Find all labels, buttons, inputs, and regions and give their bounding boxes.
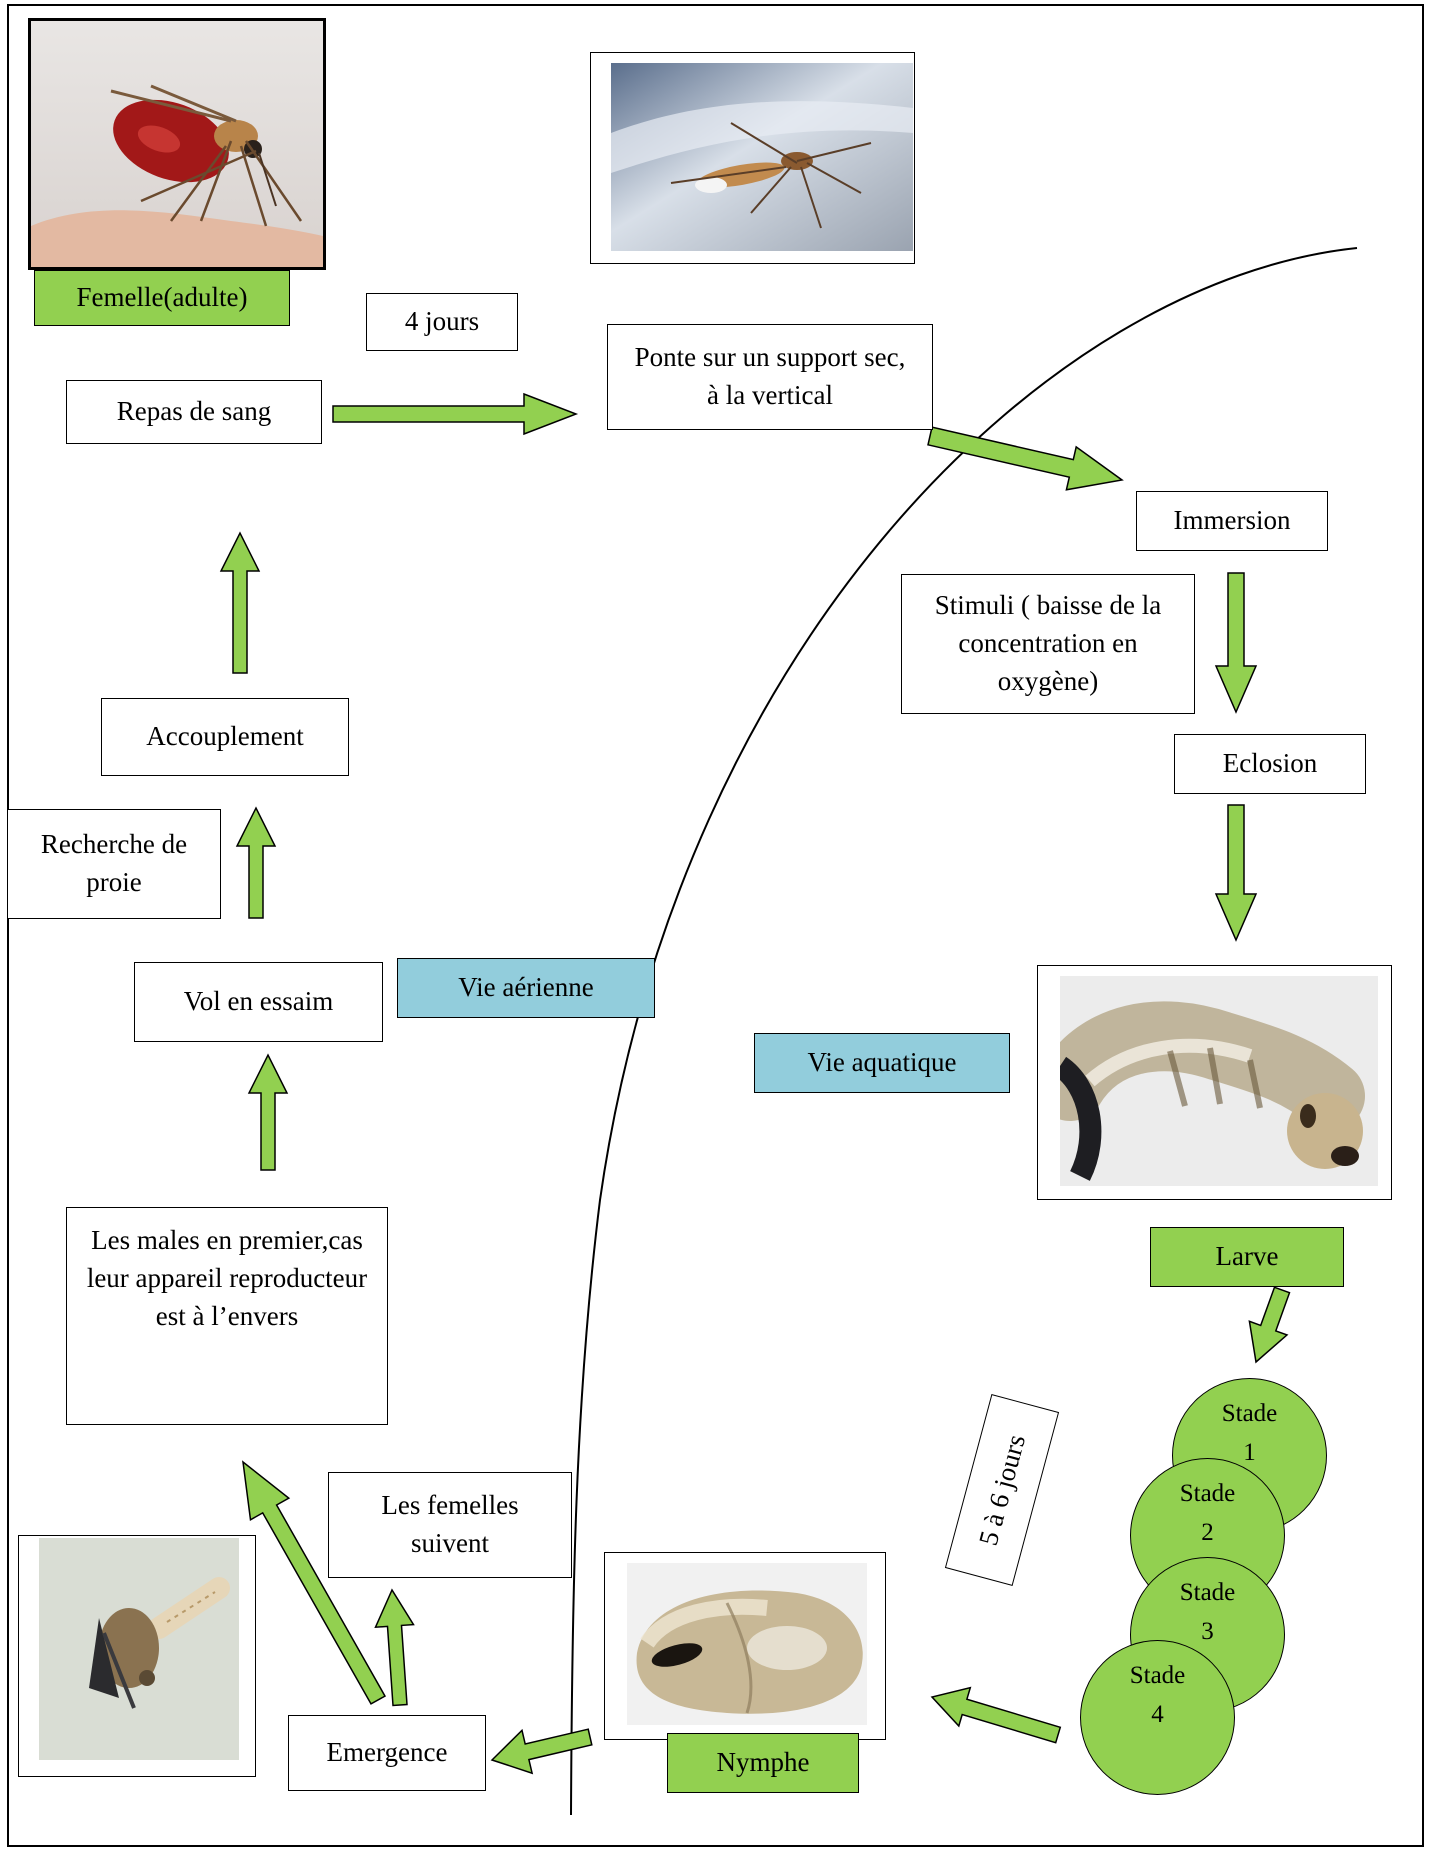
males-premier-box: Les males en premier,cas leur appareil r… xyxy=(66,1207,388,1425)
eclosion-box: Eclosion xyxy=(1174,734,1366,794)
vie-aquatique-label: Vie aquatique xyxy=(754,1033,1010,1093)
outer-frame xyxy=(7,4,1424,1847)
arrows-group xyxy=(219,392,1291,1775)
arrow-emergence-to-males xyxy=(242,1460,387,1705)
emergence-box: Emergence xyxy=(288,1715,486,1791)
repas-de-sang-box: Repas de sang xyxy=(66,380,322,444)
stade-4-label: Stade 4 xyxy=(1129,1662,1186,1728)
stade-1-label: Stade 1 xyxy=(1221,1400,1278,1466)
vol-en-essaim-box: Vol en essaim xyxy=(134,962,383,1042)
arrow-males-to-vol xyxy=(247,1053,289,1171)
arrow-eclosion-to-larve xyxy=(1214,804,1258,942)
arrow-immersion-to-eclosion xyxy=(1214,572,1258,714)
vie-aerienne-label: Vie aérienne xyxy=(397,958,655,1018)
femelle-adulte-label: Femelle(adulte) xyxy=(34,270,290,326)
nymphe-label: Nymphe xyxy=(667,1733,859,1793)
immersion-box: Immersion xyxy=(1136,491,1328,551)
femelles-suivent-box: Les femelles suivent xyxy=(328,1472,572,1578)
arrow-emergence-to-femelles xyxy=(374,1588,415,1707)
emerging-adult-photo xyxy=(18,1535,256,1777)
arrow-stade4-to-nymphe xyxy=(930,1686,1062,1744)
arrow-repas-to-ponte xyxy=(332,392,579,436)
larve-label: Larve xyxy=(1150,1227,1344,1287)
stade-4-circle: Stade 4 xyxy=(1080,1640,1235,1795)
arrow-nymphe-to-emergence xyxy=(490,1728,593,1775)
arrow-vol-to-accouplement xyxy=(235,806,277,919)
mosquito-feeding-photo xyxy=(28,18,326,270)
arrow-accouplement-to-repas xyxy=(219,531,261,674)
quatre-jours-label: 4 jours xyxy=(366,293,518,351)
arrow-ponte-to-immersion xyxy=(927,426,1124,491)
stade-3-label: Stade 3 xyxy=(1179,1579,1236,1645)
larva-photo xyxy=(1037,965,1392,1200)
stimuli-box: Stimuli ( baisse de la concentration en … xyxy=(901,574,1195,714)
ponte-box: Ponte sur un support sec, à la vertical xyxy=(607,324,933,430)
stade-2-label: Stade 2 xyxy=(1179,1480,1236,1546)
recherche-de-proie-box: Recherche de proie xyxy=(7,809,221,919)
accouplement-box: Accouplement xyxy=(101,698,349,776)
mosquito-laying-photo xyxy=(590,52,915,264)
arrow-larve-to-stade1 xyxy=(1248,1286,1291,1364)
pupa-photo xyxy=(604,1552,886,1740)
